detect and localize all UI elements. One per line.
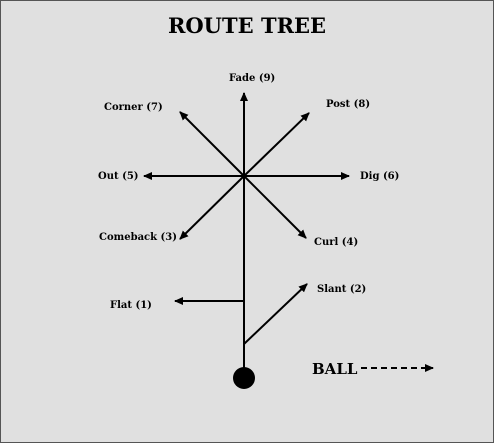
label-flat: Flat (1) bbox=[110, 300, 152, 311]
route-corner-line bbox=[179, 111, 245, 177]
label-post: Post (8) bbox=[326, 99, 371, 110]
ball-label: BALL bbox=[312, 360, 358, 378]
label-curl: Curl (4) bbox=[314, 237, 359, 248]
label-comeback: Comeback (3) bbox=[99, 232, 177, 243]
route-slant-line bbox=[243, 283, 308, 345]
label-dig: Dig (6) bbox=[360, 171, 400, 182]
label-fade: Fade (9) bbox=[229, 73, 276, 84]
label-slant: Slant (2) bbox=[317, 284, 367, 295]
route-curl-line bbox=[243, 175, 307, 239]
ball-dot bbox=[233, 367, 255, 389]
route-comeback-line bbox=[179, 175, 245, 240]
label-corner: Corner (7) bbox=[104, 102, 163, 113]
diagram-title: ROUTE TREE bbox=[167, 13, 327, 38]
route-post-line bbox=[243, 112, 310, 177]
label-out: Out (5) bbox=[98, 171, 139, 182]
